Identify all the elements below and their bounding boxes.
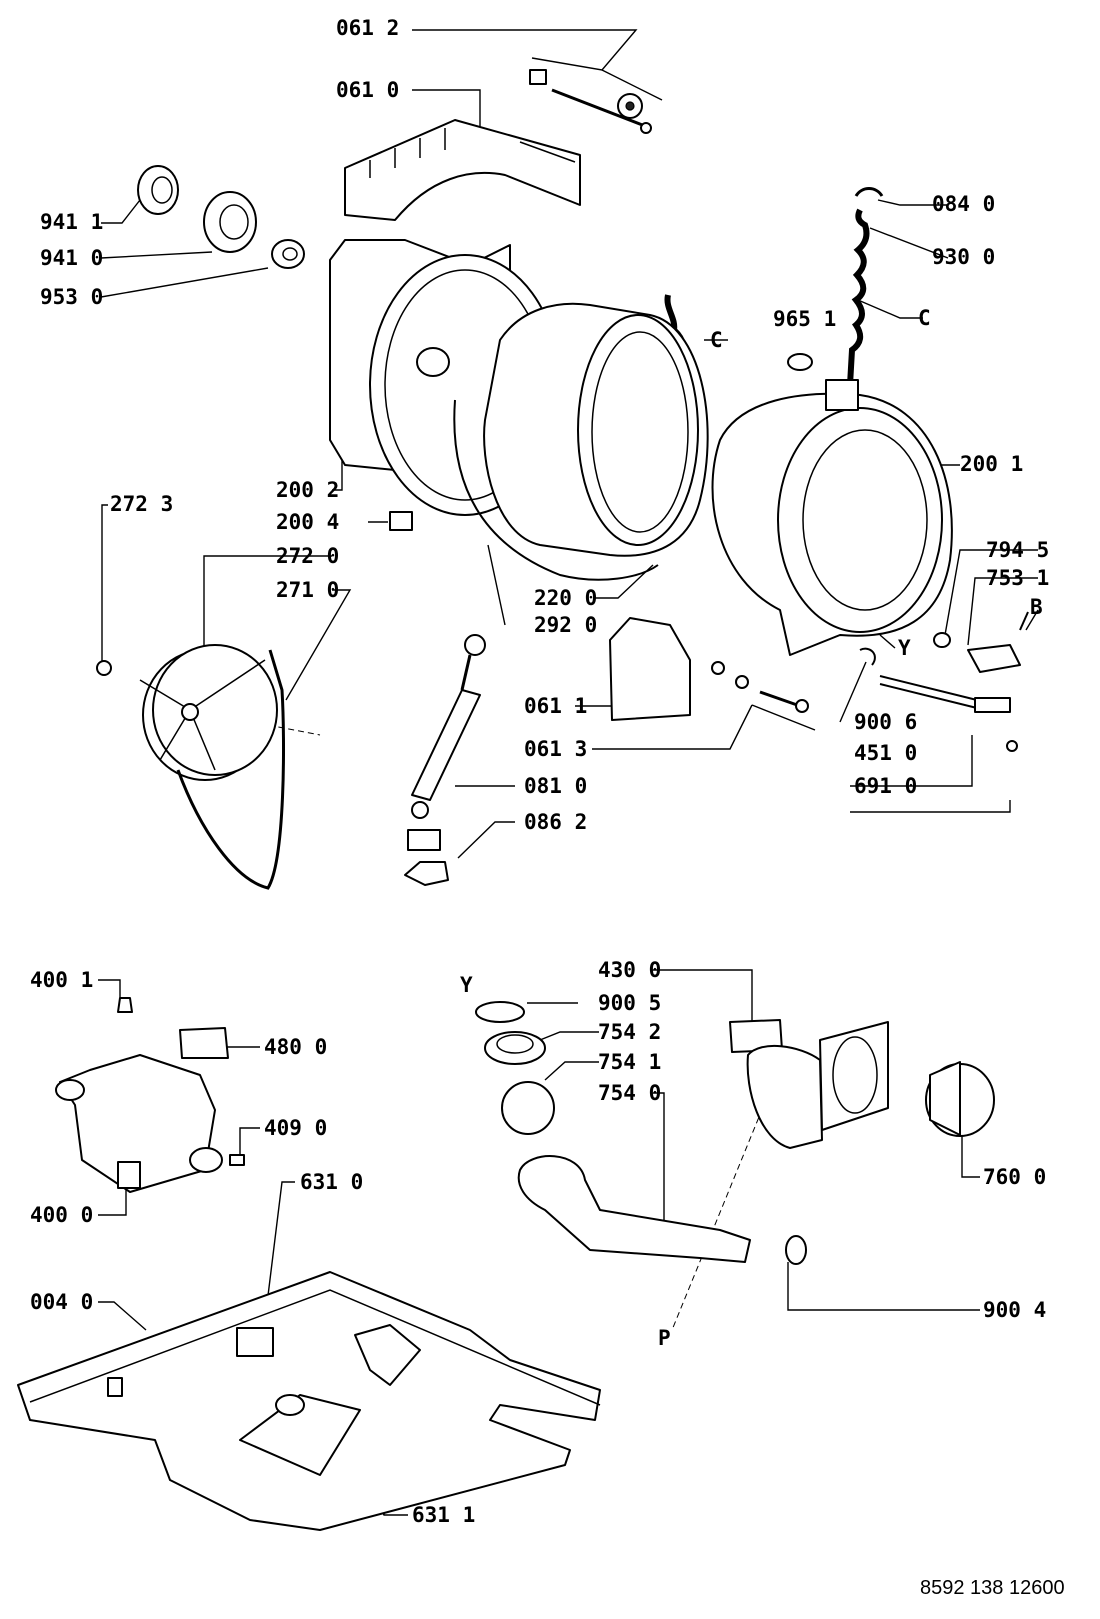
callout-084-0: 084 0 [932, 192, 996, 216]
callout-272-3: 272 3 [110, 492, 174, 516]
callout-754-0: 754 0 [598, 1081, 662, 1105]
pad-and-rod-part [529, 69, 652, 134]
callout-400-1: 400 1 [30, 968, 94, 992]
callout-y-lower: Y [460, 973, 473, 997]
callout-200-4: 200 4 [276, 510, 340, 534]
callout-220-0: 220 0 [534, 586, 598, 610]
heater-and-sensor-part [859, 611, 1029, 752]
callout-c-spring-left: C [710, 328, 723, 352]
callout-900-4: 900 4 [983, 1298, 1047, 1322]
callout-965-1: 965 1 [773, 307, 837, 331]
callout-941-0: 941 0 [40, 246, 104, 270]
callout-900-6: 900 6 [854, 710, 918, 734]
callout-004-0: 004 0 [30, 1290, 94, 1314]
front-tub-part [711, 379, 953, 656]
callout-400-0: 400 0 [30, 1203, 94, 1227]
callout-271-0: 271 0 [276, 578, 340, 602]
bearings-part [137, 165, 305, 269]
callout-794-5: 794 5 [986, 538, 1050, 562]
callout-200-2: 200 2 [276, 478, 340, 502]
drawing-code: 8592 138 12600 [920, 1577, 1065, 1599]
callout-y-upper: Y [898, 636, 911, 660]
base-frame-part [17, 1271, 601, 1531]
callout-c-spring-right: C [918, 306, 931, 330]
callout-200-1: 200 1 [960, 452, 1024, 476]
callout-900-5: 900 5 [598, 991, 662, 1015]
callout-b: B [1030, 595, 1043, 619]
clip-part [389, 511, 413, 531]
counterweight-part [344, 119, 581, 221]
callout-753-1: 753 1 [986, 566, 1050, 590]
callout-631-1: 631 1 [412, 1503, 476, 1527]
callout-691-0: 691 0 [854, 774, 918, 798]
callout-451-0: 451 0 [854, 741, 918, 765]
callout-409-0: 409 0 [264, 1116, 328, 1140]
leader-lines [98, 29, 1039, 1516]
drain-pump-part [475, 1001, 995, 1265]
callout-061-1: 061 1 [524, 694, 588, 718]
callout-754-2: 754 2 [598, 1020, 662, 1044]
drum-part [453, 302, 709, 581]
pulley-and-belt-part [96, 644, 285, 890]
callout-081-0: 081 0 [524, 774, 588, 798]
motor-part [55, 997, 245, 1193]
callout-292-0: 292 0 [534, 613, 598, 637]
callout-272-0: 272 0 [276, 544, 340, 568]
callout-430-0: 430 0 [598, 958, 662, 982]
callout-061-0: 061 0 [336, 78, 400, 102]
callout-941-1: 941 1 [40, 210, 104, 234]
callout-953-0: 953 0 [40, 285, 104, 309]
callout-754-1: 754 1 [598, 1050, 662, 1074]
callout-480-0: 480 0 [264, 1035, 328, 1059]
callout-930-0: 930 0 [932, 245, 996, 269]
callout-061-3: 061 3 [524, 737, 588, 761]
callout-061-2: 061 2 [336, 16, 400, 40]
callout-760-0: 760 0 [983, 1165, 1047, 1189]
front-counterweight-part [609, 617, 809, 721]
shock-absorber-part [404, 634, 486, 886]
callout-p: P [658, 1326, 671, 1350]
callout-631-0: 631 0 [300, 1170, 364, 1194]
callout-086-2: 086 2 [524, 810, 588, 834]
